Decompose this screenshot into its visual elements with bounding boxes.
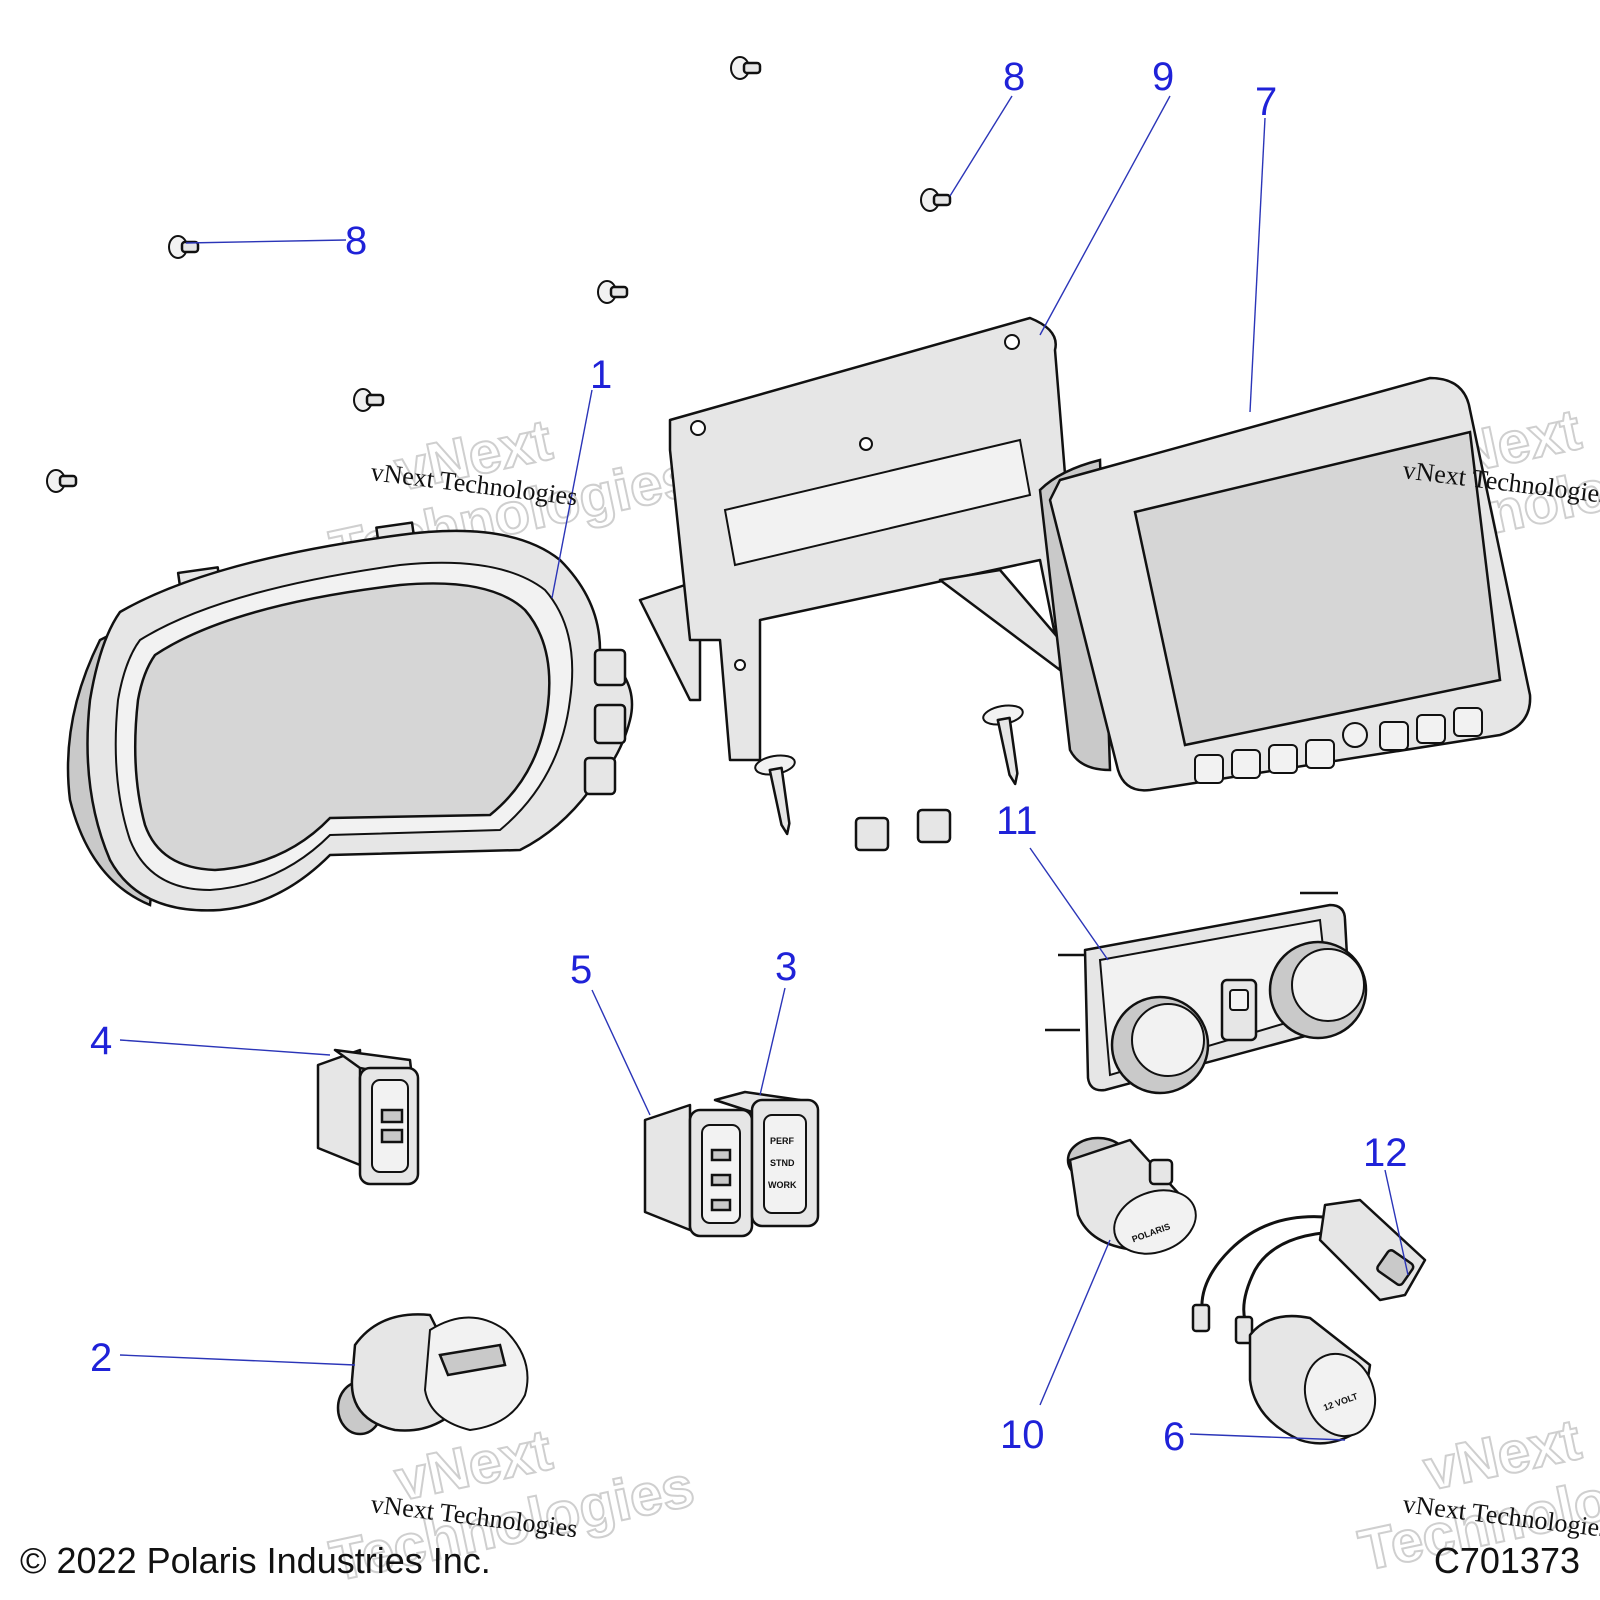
watermark-group-bottom-left: vNext Technologies: [324, 1416, 701, 1595]
power-port-10: POLARIS: [1066, 1136, 1197, 1255]
rocker-switch-3: PERF STND WORK: [713, 1090, 820, 1228]
callout-1: 1: [590, 353, 612, 397]
callout-8-top: 8: [1003, 55, 1025, 99]
callout-12: 12: [1363, 1131, 1408, 1175]
bracket-hardware: [754, 704, 1024, 852]
switch-mode-label-stnd: STND: [770, 1158, 795, 1168]
callout-10: 10: [1000, 1413, 1045, 1457]
callout-9: 9: [1152, 55, 1174, 99]
callout-7: 7: [1255, 80, 1277, 124]
instrument-cluster: [66, 521, 634, 912]
screw: [982, 704, 1024, 786]
callout-4: 4: [90, 1019, 112, 1063]
callout-6: 6: [1163, 1415, 1185, 1459]
screw: [754, 754, 796, 836]
hvac-control-panel: [1045, 891, 1368, 1095]
switch-mode-label-perf: PERF: [770, 1136, 795, 1146]
diagram-code: C701373: [1434, 1540, 1580, 1581]
push-pin: [168, 235, 200, 259]
push-pin: [353, 388, 385, 412]
wire-harness-12: [1191, 1198, 1427, 1345]
push-pin: [730, 56, 762, 80]
switch-mode-label-work: WORK: [768, 1180, 797, 1190]
callout-8-left: 8: [345, 219, 367, 263]
power-socket-12v: 12 VOLT: [1248, 1314, 1377, 1445]
mounting-bracket: [638, 316, 1082, 762]
rocker-switch-4: [316, 1048, 420, 1186]
push-pin: [597, 280, 629, 304]
ignition-switch: [336, 1313, 529, 1436]
callout-3: 3: [775, 945, 797, 989]
display-button-row: [1194, 707, 1483, 784]
rocker-switch-5: [643, 1103, 754, 1238]
leader-lines: [119, 95, 1409, 1441]
callout-labels: 1 2 3 4 5 6 7 8 8 9 10 11 12: [90, 55, 1408, 1459]
callout-5: 5: [570, 948, 592, 992]
copyright-notice: © 2022 Polaris Industries Inc.: [20, 1540, 491, 1581]
callout-2: 2: [90, 1336, 112, 1380]
push-pin-fasteners: [46, 56, 952, 493]
push-pin: [920, 188, 952, 212]
clip: [854, 816, 890, 852]
push-pin: [46, 469, 78, 493]
display-unit: [1038, 376, 1532, 792]
clip: [916, 808, 952, 844]
callout-11: 11: [996, 799, 1038, 843]
